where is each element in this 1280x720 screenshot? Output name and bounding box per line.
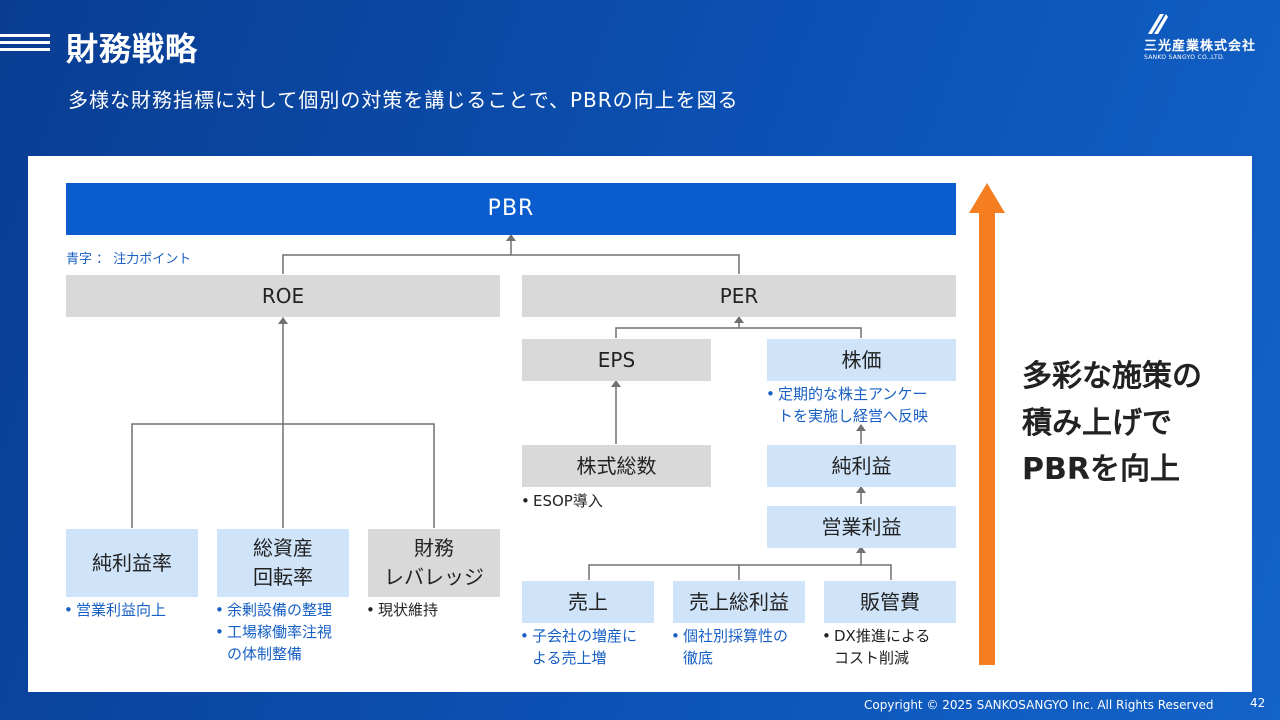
logo-english: SANKO SANGYO CO.,LTD. xyxy=(1144,54,1226,61)
sales-box: 売上 xyxy=(522,581,654,623)
net-income-box: 純利益 xyxy=(767,445,956,487)
eps-box: EPS xyxy=(522,339,711,381)
per-box: PER xyxy=(522,275,956,317)
logo-mark-icon xyxy=(1148,14,1168,34)
page-subtitle: 多様な財務指標に対して個別の対策を講じることで、PBRの向上を図る xyxy=(68,88,739,112)
logo-name: 三光産業株式会社 xyxy=(1144,39,1257,54)
net-margin-box: 純利益率 xyxy=(66,529,198,597)
leverage-box: 財務 レバレッジ xyxy=(368,529,500,597)
sga-note: •DX推進による コスト削減 xyxy=(822,627,931,667)
sales-note: •子会社の増産に よる売上増 xyxy=(520,627,638,667)
asset-turnover-box: 総資産 回転率 xyxy=(217,529,349,597)
company-logo: 三光産業株式会社 SANKO SANGYO CO.,LTD. xyxy=(1144,12,1256,61)
page-title: 財務戦略 xyxy=(66,30,199,68)
copyright-text: Copyright © 2025 SANKOSANGYO Inc. All Ri… xyxy=(864,698,1214,712)
operating-income-box: 営業利益 xyxy=(767,506,956,548)
stock-price-note: •定期的な株主アンケー トを実施し経営へ反映 xyxy=(766,385,929,425)
shares-box: 株式総数 xyxy=(522,445,711,487)
gross-profit-note: •個社別採算性の 徹底 xyxy=(671,627,789,667)
asset-turnover-notes: •余剰設備の整理 •工場稼働率注視 の体制整備 xyxy=(215,601,333,663)
pbr-box: PBR xyxy=(66,183,956,235)
shares-note: •ESOP導入 xyxy=(521,492,603,510)
arrow-up-icon xyxy=(969,183,1005,665)
sga-box: 販管費 xyxy=(824,581,956,623)
roe-box: ROE xyxy=(66,275,500,317)
leverage-note: •現状維持 xyxy=(366,601,439,619)
legend-text: 青字 ： 注力ポイント xyxy=(66,252,192,267)
gross-profit-box: 売上総利益 xyxy=(673,581,805,623)
header-decoration-lines xyxy=(0,34,50,55)
page-number: 42 xyxy=(1250,696,1266,710)
stock-price-box: 株価 xyxy=(767,339,956,381)
net-margin-note: •営業利益向上 xyxy=(64,601,167,619)
slogan: 多彩な施策の 積み上げで PBRを向上 xyxy=(1022,359,1202,487)
